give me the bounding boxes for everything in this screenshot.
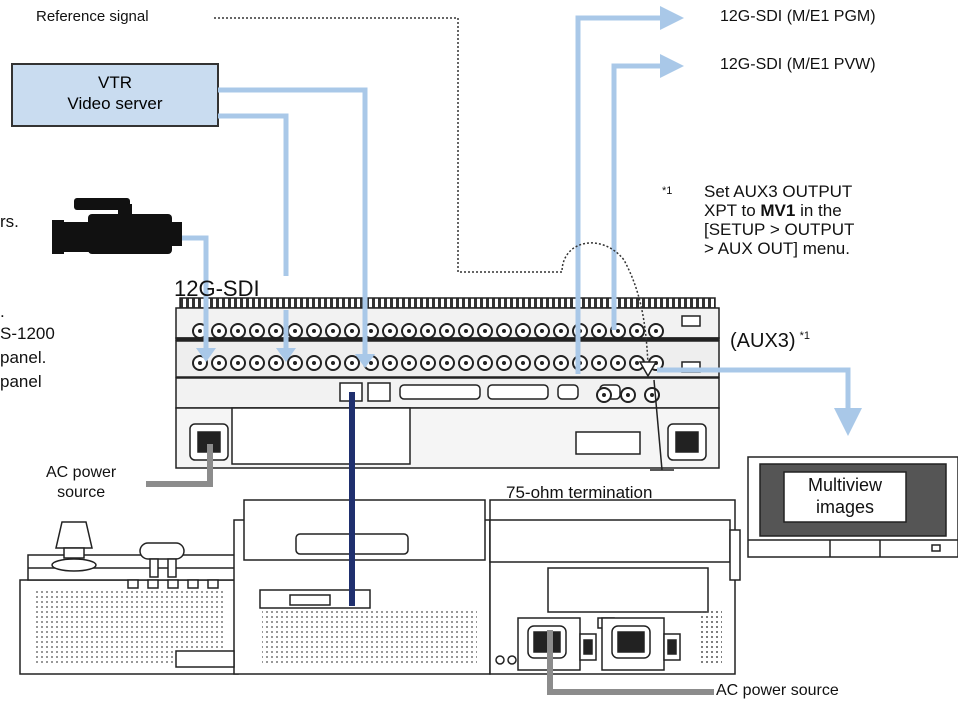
bnc-pin-icon <box>602 393 606 397</box>
bnc-pin-icon <box>597 329 601 333</box>
bnc-pin-icon <box>559 329 563 333</box>
ac-power-left-label: AC power source <box>46 464 117 501</box>
camera-icon <box>52 198 182 254</box>
footnote: *1 Set AUX3 OUTPUT XPT to MV1 in the [SE… <box>662 182 954 258</box>
bnc-pin-icon <box>388 361 392 365</box>
power-inlet-icon <box>189 423 707 461</box>
reference-signal-line <box>214 17 649 366</box>
footnote-line-2: XPT to MV1 in the <box>704 201 842 220</box>
joystick-icon <box>51 521 219 589</box>
bnc-pin-icon <box>293 361 297 365</box>
bnc-pin-icon <box>350 329 354 333</box>
video-server-label: Video server <box>67 94 163 113</box>
bnc-pin-icon <box>312 361 316 365</box>
bnc-pin-icon <box>483 361 487 365</box>
ac-power-bottom-label: AC power source <box>716 682 839 699</box>
bnc-pin-icon <box>616 329 620 333</box>
bnc-pin-icon <box>217 361 221 365</box>
termination-marker <box>638 361 674 471</box>
bnc-pin-icon <box>597 361 601 365</box>
bnc-pin-icon <box>236 329 240 333</box>
bnc-pin-icon <box>483 329 487 333</box>
bnc-pin-icon <box>426 329 430 333</box>
bnc-pin-icon <box>350 361 354 365</box>
bnc-pin-icon <box>274 329 278 333</box>
control-panel <box>19 499 741 675</box>
aux3-footnote-mark: *1 <box>799 330 810 343</box>
bnc-pin-icon <box>540 361 544 365</box>
cut-off-text-2: . <box>0 302 5 321</box>
monitor-screen-label: Multiview images <box>807 475 882 517</box>
bnc-pin-icon <box>407 361 411 365</box>
bnc-pin-icon <box>464 329 468 333</box>
bnc-pin-icon <box>650 393 654 397</box>
ac-power-cables <box>146 444 714 695</box>
bnc-pin-icon <box>445 361 449 365</box>
bnc-pin-icon <box>521 361 525 365</box>
bnc-pin-icon <box>407 329 411 333</box>
cut-off-text-3: S-1200 <box>0 324 55 343</box>
power-inlet-icon <box>517 617 681 671</box>
bnc-connector-icon <box>192 323 664 403</box>
bnc-pin-icon <box>274 361 278 365</box>
bnc-pin-icon <box>198 361 202 365</box>
bnc-pin-icon <box>426 361 430 365</box>
bnc-pin-icon <box>502 329 506 333</box>
bnc-pin-icon <box>635 361 639 365</box>
sdi-label: 12G-SDI <box>174 276 260 301</box>
bnc-pin-icon <box>369 329 373 333</box>
bnc-pin-icon <box>331 361 335 365</box>
footnote-line-3: [SETUP > OUTPUT <box>704 220 855 239</box>
cut-off-text-5: panel <box>0 372 42 391</box>
bnc-pin-icon <box>521 329 525 333</box>
bnc-pin-icon <box>255 361 259 365</box>
bnc-pin-icon <box>217 329 221 333</box>
cut-off-text-4: panel. <box>0 348 47 367</box>
footnote-mark: *1 <box>662 185 673 197</box>
bnc-pin-icon <box>635 329 639 333</box>
bnc-pin-icon <box>198 329 202 333</box>
pvw-output-label: 12G-SDI (M/E1 PVW) <box>720 56 876 73</box>
footnote-line-1: Set AUX3 OUTPUT <box>704 182 853 201</box>
bnc-pin-icon <box>255 329 259 333</box>
bnc-pin-icon <box>559 361 563 365</box>
vtr-label: VTR <box>98 73 132 92</box>
termination-label: 75-ohm termination <box>506 483 653 502</box>
bnc-pin-icon <box>331 329 335 333</box>
sdi-arrowheads <box>196 6 862 436</box>
aux3-label: (AUX3)*1 <box>730 330 810 352</box>
footnote-line-4: > AUX OUT] menu. <box>704 239 850 258</box>
bnc-pin-icon <box>369 361 373 365</box>
vtr-box: VTR Video server <box>12 64 218 126</box>
monitor-icon <box>747 456 958 558</box>
bnc-pin-icon <box>464 361 468 365</box>
sdi-cables <box>182 15 851 410</box>
bnc-pin-icon <box>616 361 620 365</box>
cut-off-text-1: rs. <box>0 212 19 231</box>
bnc-pin-icon <box>293 329 297 333</box>
reference-signal-label: Reference signal <box>36 8 149 25</box>
bnc-pin-icon <box>540 329 544 333</box>
vtr-box-frame <box>11 63 219 127</box>
bnc-pin-icon <box>388 329 392 333</box>
bnc-pin-icon <box>502 361 506 365</box>
bnc-pin-icon <box>236 361 240 365</box>
bnc-pin-icon <box>312 329 316 333</box>
pgm-output-label: 12G-SDI (M/E1 PGM) <box>720 8 876 25</box>
bnc-pin-icon <box>445 329 449 333</box>
bnc-pin-icon <box>626 393 630 397</box>
bnc-pin-icon <box>654 329 658 333</box>
